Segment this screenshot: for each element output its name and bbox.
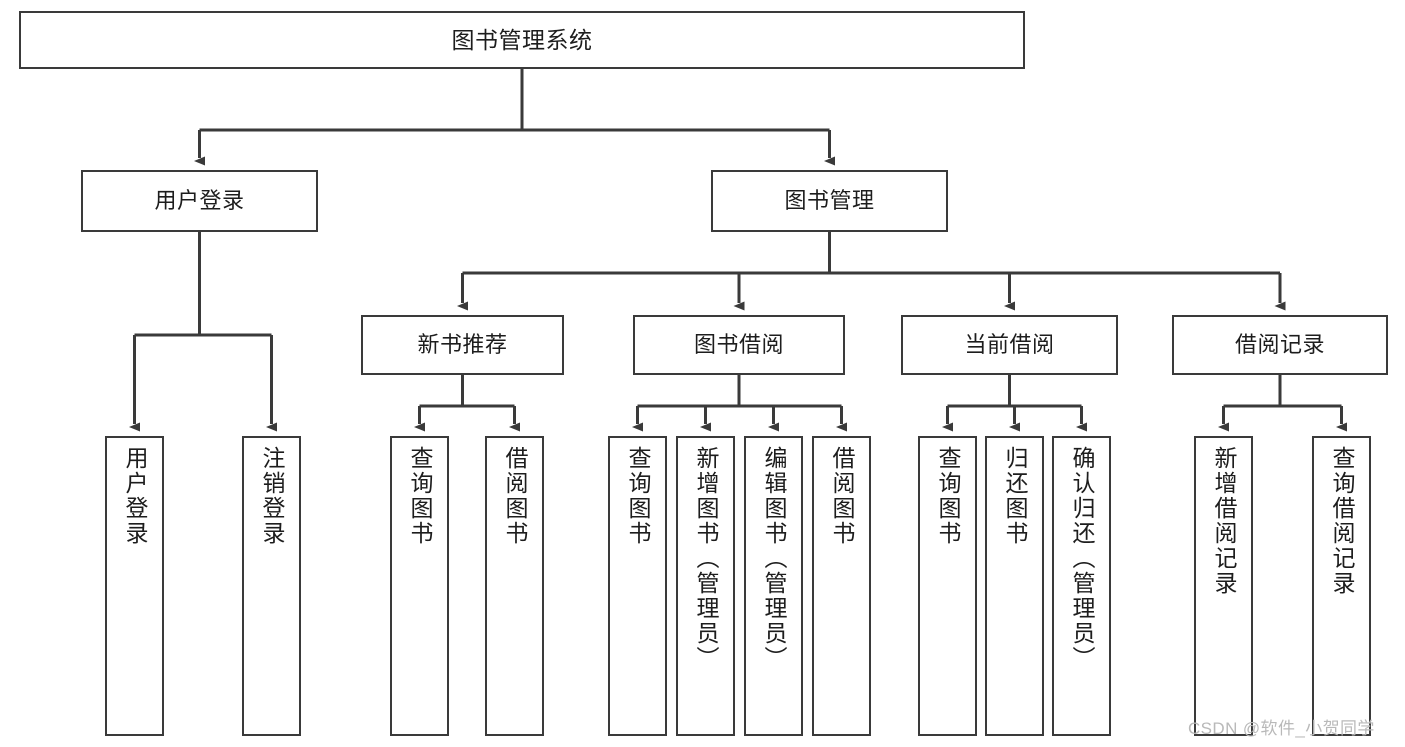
node-label: 借阅图书 bbox=[829, 446, 855, 546]
node-leaf-borrow-book[interactable]: 借阅图书 bbox=[812, 436, 871, 736]
node-leaf-edit-book[interactable]: 编辑图书（管理员） bbox=[744, 436, 803, 736]
node-label: 确认归还（管理员） bbox=[1069, 446, 1095, 671]
node-leaf-borrow-book-rec[interactable]: 借阅图书 bbox=[485, 436, 544, 736]
node-label: 查询图书 bbox=[407, 446, 433, 546]
node-leaf-confirm-return[interactable]: 确认归还（管理员） bbox=[1052, 436, 1111, 736]
node-leaf-user-login[interactable]: 用户登录 bbox=[105, 436, 164, 736]
node-label: 借阅图书 bbox=[502, 446, 528, 546]
node-user-login[interactable]: 用户登录 bbox=[81, 170, 318, 232]
node-leaf-add-record[interactable]: 新增借阅记录 bbox=[1194, 436, 1253, 736]
node-label: 用户登录 bbox=[154, 187, 245, 213]
node-leaf-query-book-borrow[interactable]: 查询图书 bbox=[608, 436, 667, 736]
node-label: 新增借阅记录 bbox=[1211, 446, 1237, 596]
node-leaf-return-book[interactable]: 归还图书 bbox=[985, 436, 1044, 736]
node-label: 图书管理系统 bbox=[451, 26, 593, 53]
node-label: 查询借阅记录 bbox=[1329, 446, 1355, 596]
node-label: 当前借阅 bbox=[964, 331, 1055, 357]
node-label: 图书管理 bbox=[784, 187, 875, 213]
node-new-book-rec[interactable]: 新书推荐 bbox=[361, 315, 564, 375]
node-leaf-add-book[interactable]: 新增图书（管理员） bbox=[676, 436, 735, 736]
node-root[interactable]: 图书管理系统 bbox=[19, 11, 1025, 69]
node-borrow-record[interactable]: 借阅记录 bbox=[1172, 315, 1388, 375]
node-label: 归还图书 bbox=[1002, 446, 1028, 546]
node-leaf-query-book-cur[interactable]: 查询图书 bbox=[918, 436, 977, 736]
node-current-borrow[interactable]: 当前借阅 bbox=[901, 315, 1118, 375]
watermark-text: CSDN @软件_小贺同学 bbox=[1188, 719, 1375, 738]
node-label: 借阅记录 bbox=[1234, 331, 1325, 357]
node-label: 注销登录 bbox=[259, 446, 285, 546]
node-label: 新书推荐 bbox=[417, 331, 508, 357]
node-label: 用户登录 bbox=[122, 446, 148, 546]
node-leaf-query-record[interactable]: 查询借阅记录 bbox=[1312, 436, 1371, 736]
node-label: 图书借阅 bbox=[693, 331, 784, 357]
node-label: 查询图书 bbox=[935, 446, 961, 546]
node-leaf-logout[interactable]: 注销登录 bbox=[242, 436, 301, 736]
node-book-borrow[interactable]: 图书借阅 bbox=[633, 315, 845, 375]
node-label: 查询图书 bbox=[625, 446, 651, 546]
node-leaf-query-book-rec[interactable]: 查询图书 bbox=[390, 436, 449, 736]
node-book-manage[interactable]: 图书管理 bbox=[711, 170, 948, 232]
node-label: 编辑图书（管理员） bbox=[761, 446, 787, 671]
node-label: 新增图书（管理员） bbox=[693, 446, 719, 671]
